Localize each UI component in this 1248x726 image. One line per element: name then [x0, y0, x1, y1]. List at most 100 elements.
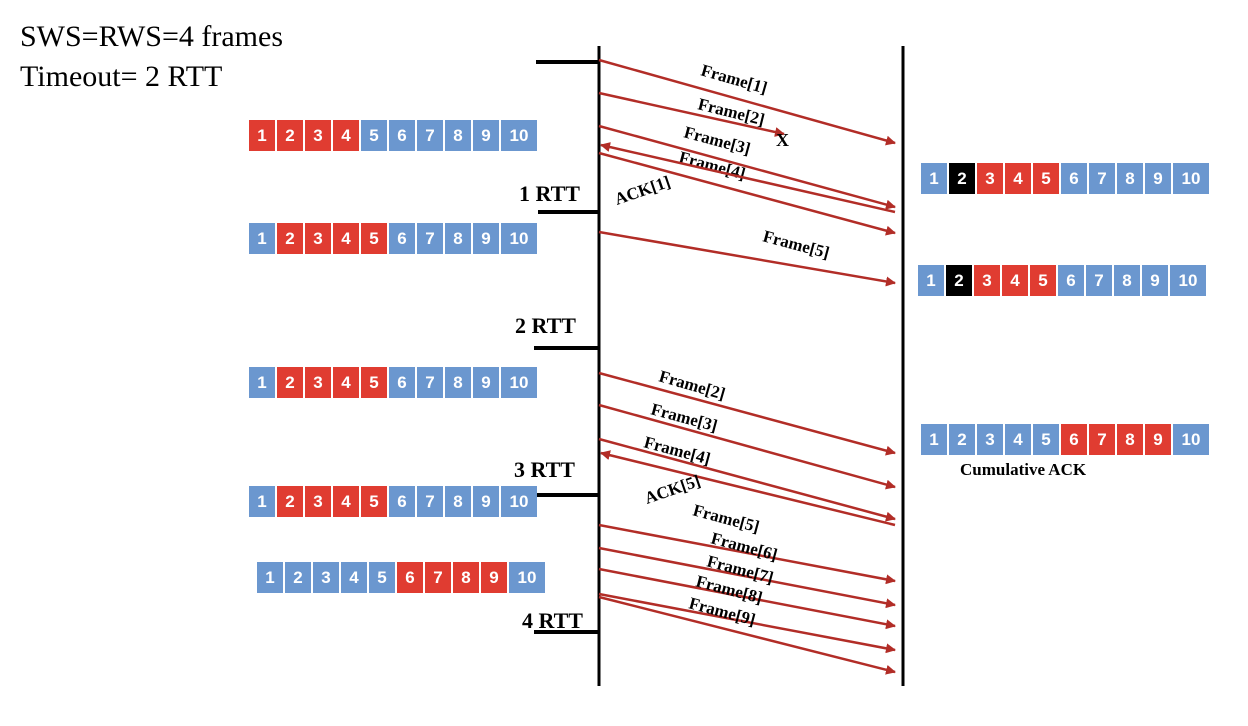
frame-cell-8: 8 — [445, 486, 471, 517]
frame-cell-2: 2 — [946, 265, 972, 296]
frame-cell-3: 3 — [305, 223, 331, 254]
frame-cell-6: 6 — [389, 120, 415, 151]
frame-arrow-2 — [598, 124, 896, 210]
frame-cell-6: 6 — [1061, 424, 1087, 455]
frame-cell-2: 2 — [285, 562, 311, 593]
frame-cell-7: 7 — [417, 223, 443, 254]
frame-arrow-13 — [598, 592, 896, 654]
frame-cell-8: 8 — [445, 367, 471, 398]
frame-cell-9: 9 — [473, 223, 499, 254]
frame-cell-5: 5 — [369, 562, 395, 593]
frame-cell-10: 10 — [501, 486, 537, 517]
frame-cell-8: 8 — [1114, 265, 1140, 296]
frame-cell-10: 10 — [1170, 265, 1206, 296]
message-label-5: Frame[5] — [761, 227, 832, 263]
frame-cell-2: 2 — [277, 367, 303, 398]
frame-cell-9: 9 — [473, 486, 499, 517]
message-label-8: Frame[4] — [642, 433, 713, 469]
frame-cell-3: 3 — [313, 562, 339, 593]
frame-cell-10: 10 — [509, 562, 545, 593]
ack-arrow-4 — [600, 142, 896, 214]
frame-cell-2: 2 — [277, 486, 303, 517]
frame-arrow-10 — [598, 523, 896, 585]
window-size-label: SWS=RWS=4 frames — [20, 20, 283, 53]
frame-cell-7: 7 — [417, 120, 443, 151]
frame-cell-3: 3 — [974, 265, 1000, 296]
lost-frame-marker: X — [776, 130, 789, 150]
frame-cell-9: 9 — [481, 562, 507, 593]
frame-cell-7: 7 — [417, 486, 443, 517]
frame-cell-2: 2 — [277, 120, 303, 151]
frame-cell-8: 8 — [445, 120, 471, 151]
frame-cell-10: 10 — [501, 120, 537, 151]
frame-arrow-14 — [598, 595, 896, 675]
frame-cell-10: 10 — [501, 367, 537, 398]
frame-cell-1: 1 — [921, 163, 947, 194]
frame-cell-6: 6 — [389, 486, 415, 517]
frame-cell-10: 10 — [1173, 424, 1209, 455]
frame-cell-8: 8 — [453, 562, 479, 593]
frame-cell-7: 7 — [1089, 424, 1115, 455]
message-label-1: Frame[2] — [696, 94, 767, 129]
frame-cell-2: 2 — [949, 163, 975, 194]
frame-cell-2: 2 — [949, 424, 975, 455]
frame-cell-1: 1 — [249, 367, 275, 398]
frame-cell-4: 4 — [1002, 265, 1028, 296]
frame-cell-4: 4 — [341, 562, 367, 593]
frame-cell-3: 3 — [977, 424, 1003, 455]
frame-arrow-1 — [598, 91, 785, 137]
frame-cell-7: 7 — [1089, 163, 1115, 194]
frame-cell-6: 6 — [1061, 163, 1087, 194]
ack-arrow-9 — [600, 450, 896, 527]
frame-cell-9: 9 — [1145, 424, 1171, 455]
frame-arrow-3 — [598, 151, 896, 236]
frame-cell-1: 1 — [918, 265, 944, 296]
rtt-label-1: 1 RTT — [519, 181, 580, 206]
frame-cell-9: 9 — [473, 120, 499, 151]
frame-cell-3: 3 — [977, 163, 1003, 194]
frame-cell-1: 1 — [257, 562, 283, 593]
frame-cell-4: 4 — [333, 223, 359, 254]
frame-cell-7: 7 — [425, 562, 451, 593]
message-label-9: ACK[5] — [642, 471, 703, 508]
frame-cell-9: 9 — [1145, 163, 1171, 194]
frame-cell-5: 5 — [1033, 163, 1059, 194]
frame-cell-6: 6 — [1058, 265, 1084, 296]
frame-cell-6: 6 — [389, 223, 415, 254]
frame-arrow-6 — [598, 371, 896, 456]
frame-cell-4: 4 — [1005, 163, 1031, 194]
frame-cell-1: 1 — [921, 424, 947, 455]
frame-cell-7: 7 — [1086, 265, 1112, 296]
frame-cell-4: 4 — [333, 367, 359, 398]
frame-arrow-5 — [598, 230, 896, 287]
frame-cell-6: 6 — [389, 367, 415, 398]
cumulative-ack-label: Cumulative ACK — [960, 460, 1087, 479]
frame-arrow-11 — [598, 546, 896, 609]
frame-cell-1: 1 — [249, 223, 275, 254]
frame-cell-1: 1 — [249, 120, 275, 151]
frame-cell-5: 5 — [361, 486, 387, 517]
frame-cell-5: 5 — [361, 223, 387, 254]
frame-cell-7: 7 — [417, 367, 443, 398]
frame-cell-8: 8 — [1117, 163, 1143, 194]
frame-cell-5: 5 — [361, 367, 387, 398]
frame-arrow-12 — [598, 567, 896, 630]
frame-arrow-0 — [598, 58, 896, 146]
frame-arrow-8 — [598, 437, 896, 522]
frame-cell-5: 5 — [1030, 265, 1056, 296]
frame-cell-8: 8 — [1117, 424, 1143, 455]
frame-cell-10: 10 — [501, 223, 537, 254]
frame-cell-8: 8 — [445, 223, 471, 254]
frame-cell-4: 4 — [333, 120, 359, 151]
frame-cell-4: 4 — [1005, 424, 1031, 455]
timeout-label: Timeout= 2 RTT — [20, 60, 223, 93]
frame-cell-9: 9 — [473, 367, 499, 398]
frame-cell-6: 6 — [397, 562, 423, 593]
frame-cell-3: 3 — [305, 367, 331, 398]
